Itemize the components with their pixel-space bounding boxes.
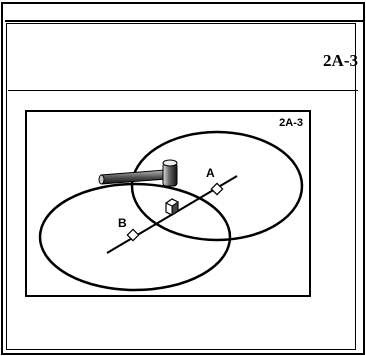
point-b-marker	[126, 228, 140, 242]
anchor-box-icon	[165, 198, 179, 216]
diagram-figure: 2A-3 A B	[25, 110, 311, 297]
circle-a	[130, 130, 304, 242]
hammer-icon	[98, 159, 178, 187]
circle-b	[38, 182, 232, 292]
point-a-label: A	[206, 166, 215, 180]
diagram-svg: 2A-3 A B	[25, 110, 311, 297]
content-panel	[6, 23, 356, 350]
top-rule	[5, 20, 363, 22]
figure-tag: 2A-3	[279, 117, 303, 129]
page-label: 2A-3	[323, 51, 358, 70]
point-b-label: B	[118, 216, 127, 230]
point-a-marker	[210, 182, 224, 196]
section-divider	[8, 90, 358, 91]
